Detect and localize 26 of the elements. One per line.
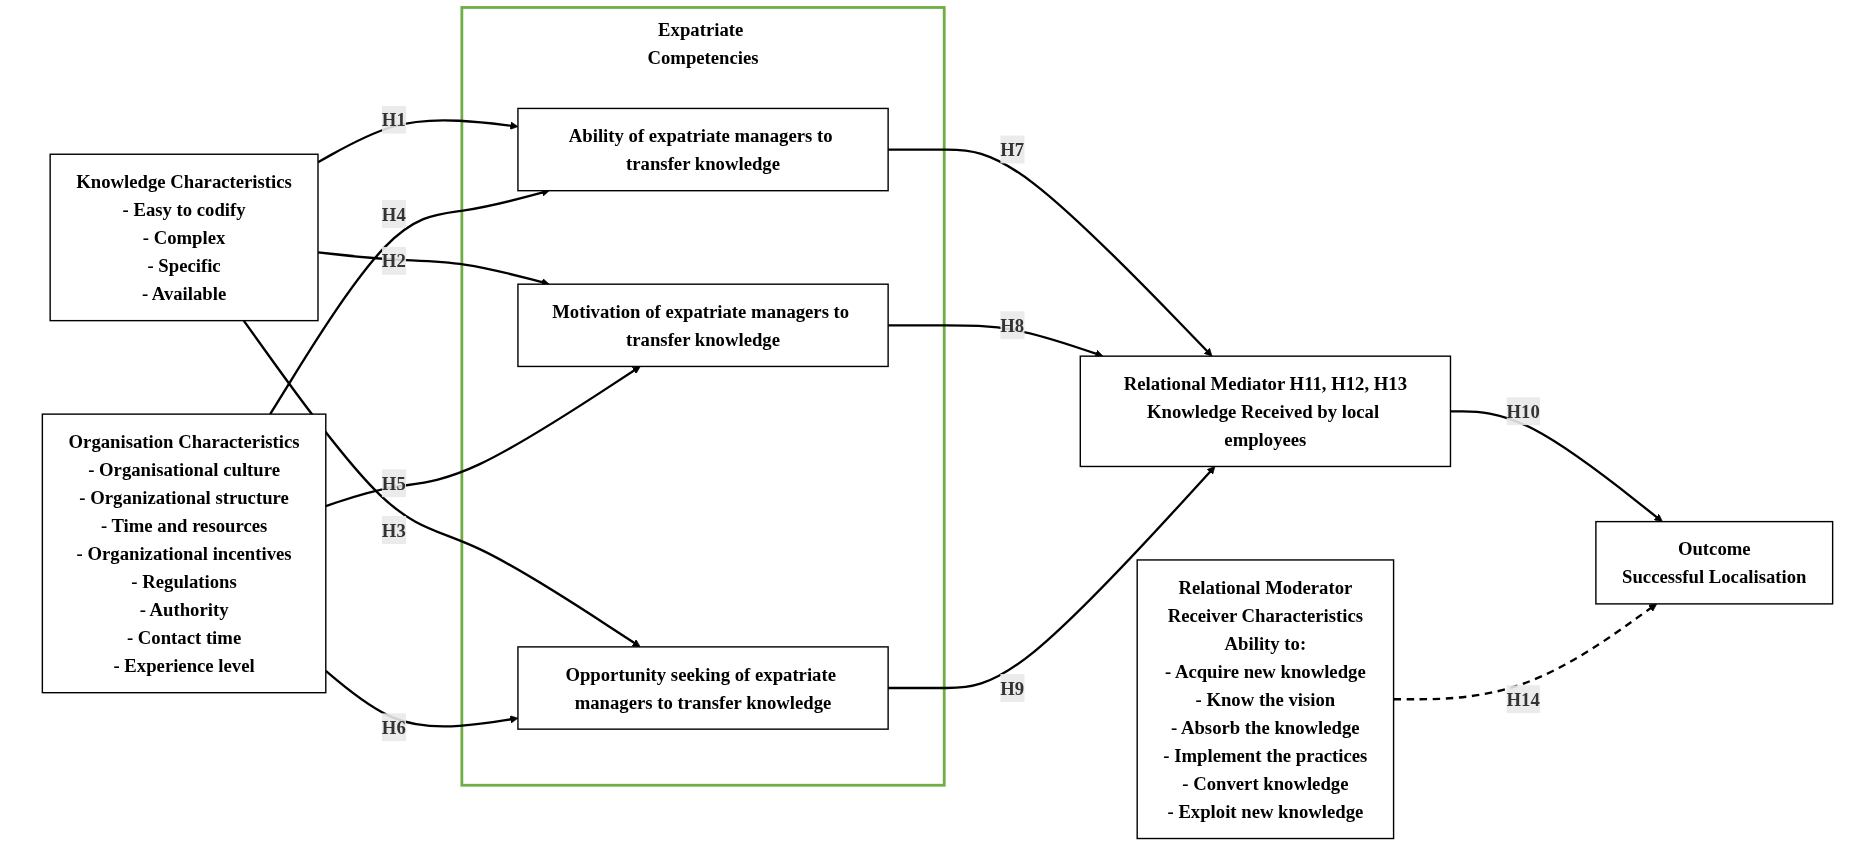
node-box: Relational Mediator H11, H12, H13 Knowledge Received by local employees	[1079, 355, 1452, 468]
edge-label: H4	[381, 203, 406, 225]
edge-label: H5	[381, 473, 406, 494]
arrow	[888, 324, 1104, 358]
node-box: Motivation of expatriate managers to transfer knowledge	[517, 283, 889, 368]
edge-label: H6	[381, 717, 406, 738]
edge-label: H14	[1506, 688, 1540, 710]
arrow	[888, 466, 1216, 690]
arrow	[1393, 603, 1658, 701]
node-box: Knowledge Characteristics - Easy to codify - Complex - Specific - Available	[49, 153, 319, 322]
arrow	[242, 319, 641, 648]
edge-label: H1	[381, 109, 406, 130]
node-box: Organisation Characteristics - Organisational culture - Organizational structure - Time and resources - Organizational incentives - Regulations - Authority - Contact time - Experience level	[41, 413, 327, 694]
edge-label: H7	[1000, 139, 1025, 160]
arrow	[1450, 410, 1663, 522]
node-box: Opportunity seeking of expatriate managers to transfer knowledge	[517, 646, 889, 730]
node-box: Outcome Successful Localisation	[1595, 520, 1834, 605]
node-box: Relational Moderator Receiver Characteristics Ability to: - Acquire new knowledge - Know the vision - Absorb the knowledge - Implement the practices - Convert knowledge - Exploit new knowledge	[1136, 559, 1395, 840]
arrow	[888, 148, 1213, 357]
edge-label: H9	[1000, 677, 1025, 699]
edge-label: H8	[1000, 315, 1025, 336]
edge-label: H10	[1506, 401, 1540, 422]
edge-label: H3	[381, 519, 406, 541]
node-box: Ability of expatriate managers to transfer knowledge	[517, 107, 889, 192]
edge-label: H2	[381, 250, 406, 272]
arrow	[325, 366, 641, 508]
